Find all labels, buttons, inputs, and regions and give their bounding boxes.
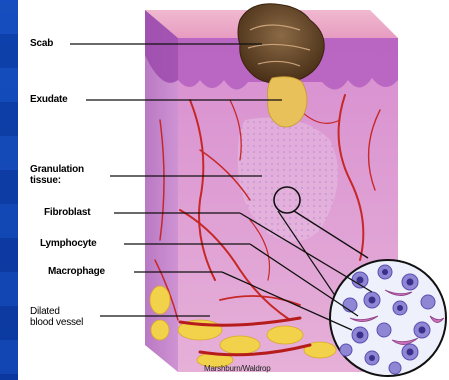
label-fibroblast: Fibroblast — [44, 207, 90, 218]
figure-credit: Marshburn/Waldrop — [204, 364, 271, 373]
label-granulation-tissue: Granulation tissue: — [30, 164, 84, 186]
label-macrophage: Macrophage — [48, 266, 105, 277]
label-lymphocyte: Lymphocyte — [40, 238, 97, 249]
label-dilated-blood-vessel: Dilated blood vessel — [30, 306, 83, 328]
label-exudate: Exudate — [30, 94, 68, 105]
label-scab: Scab — [30, 38, 53, 49]
exudate — [268, 77, 308, 127]
